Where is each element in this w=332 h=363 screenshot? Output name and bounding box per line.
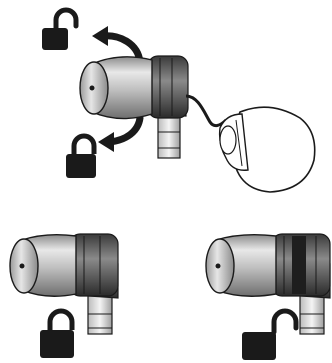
valve-assembly-top (79, 55, 228, 159)
panel-unlocked (205, 233, 331, 360)
panel-rotate (42, 7, 316, 193)
curved-arrow-lower-icon (98, 114, 144, 152)
valve-assembly-locked (9, 233, 119, 335)
lock-closed-icon (66, 133, 97, 178)
lock-closed-icon (40, 308, 75, 358)
lock-open-icon (42, 7, 79, 50)
lock-open-icon (242, 308, 299, 360)
dust-cap (218, 106, 316, 193)
panel-locked (9, 233, 119, 358)
valve-assembly-unlocked (205, 233, 331, 335)
